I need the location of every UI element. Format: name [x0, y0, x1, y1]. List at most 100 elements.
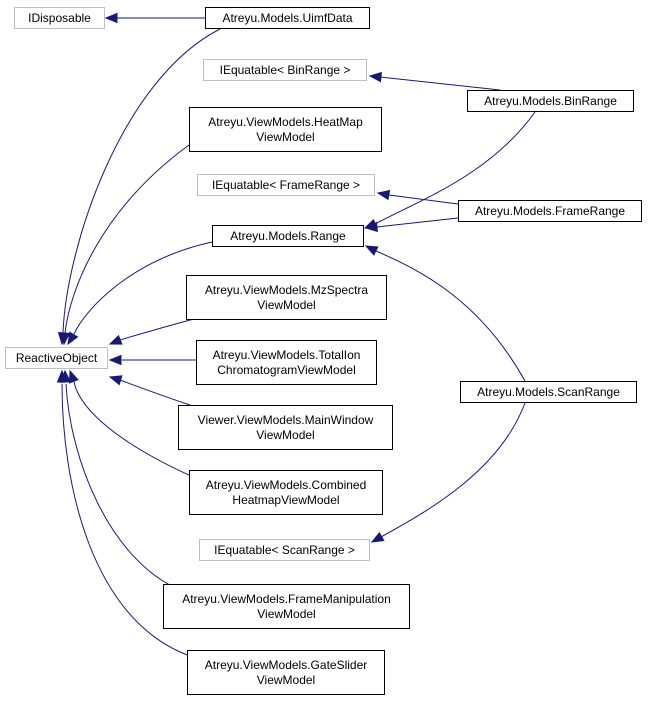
arrowhead — [376, 189, 391, 201]
class-name-line: ViewModel — [257, 297, 316, 312]
class-node-label: ReactiveObject — [16, 351, 97, 366]
class-node-framerange[interactable]: Atreyu.Models.FrameRange — [458, 200, 642, 222]
class-node-label: Atreyu.Models.UimfData — [222, 11, 352, 26]
class-node-binrange[interactable]: Atreyu.Models.BinRange — [467, 90, 634, 112]
class-name-line: Atreyu.ViewModels.MzSpectra — [204, 282, 369, 297]
class-name-line: IDisposable — [28, 10, 91, 25]
arrowhead — [108, 375, 123, 386]
class-node-uimfdata[interactable]: Atreyu.Models.UimfData — [205, 7, 370, 29]
class-node-range[interactable]: Atreyu.Models.Range — [212, 225, 364, 247]
edge-binrange-to-iequatable_binrange — [368, 71, 501, 91]
edge-line — [119, 379, 191, 406]
class-name-line: ReactiveObject — [15, 350, 98, 365]
class-name-line: Atreyu.ViewModels.TotalIon — [212, 347, 361, 362]
class-name-line: Atreyu.ViewModels.FrameManipulation — [182, 591, 391, 606]
class-node-iequatable_framerange[interactable]: IEquatable< FrameRange > — [197, 174, 375, 196]
edge-mainwindow_vm-to-reactiveobject — [108, 375, 191, 406]
class-node-label: Atreyu.Models.Range — [230, 229, 345, 244]
edge-line — [73, 241, 213, 335]
arrowhead — [370, 531, 385, 543]
edge-totalion_vm-to-reactiveobject — [108, 354, 196, 366]
class-node-label: IDisposable — [28, 11, 91, 26]
class-name-line: Atreyu.ViewModels.Combined — [205, 477, 367, 492]
class-name-line: IEquatable< ScanRange > — [214, 542, 355, 557]
edge-line — [61, 383, 191, 657]
arrowhead — [368, 71, 382, 83]
edge-line — [73, 381, 201, 481]
class-node-label: IEquatable< ScanRange > — [214, 543, 355, 558]
arrowhead — [364, 245, 379, 256]
arrowhead — [56, 369, 68, 383]
class-node-iequatable_binrange[interactable]: IEquatable< BinRange > — [203, 59, 367, 81]
class-name-line: HeatmapViewModel — [232, 492, 340, 507]
class-name-line: Atreyu.Models.BinRange — [484, 93, 617, 108]
edge-range-to-reactiveobject — [67, 241, 213, 346]
edge-framemanip_vm-to-reactiveobject — [60, 369, 181, 591]
class-name-line: ViewModel — [257, 606, 316, 621]
class-name-line: Viewer.ViewModels.MainWindow — [197, 412, 374, 427]
class-name-line: ViewModel — [256, 672, 316, 687]
arrowhead — [108, 354, 122, 366]
class-name-line: IEquatable< FrameRange > — [211, 177, 361, 192]
class-name-line: Atreyu.ViewModels.GateSlider — [204, 657, 368, 672]
edge-mzspectra_vm-to-reactiveobject — [108, 315, 206, 345]
class-node-label: Atreyu.Models.BinRange — [484, 94, 617, 109]
arrowhead — [104, 12, 118, 24]
class-node-label: Atreyu.Models.ScanRange — [477, 385, 620, 400]
class-node-scanrange[interactable]: Atreyu.Models.ScanRange — [460, 381, 637, 403]
edge-framerange-to-range — [364, 217, 459, 233]
edge-uimfdata-to-idisposable — [104, 12, 205, 24]
class-node-reactiveobject[interactable]: ReactiveObject — [5, 347, 108, 369]
arrowhead — [67, 331, 79, 346]
arrowhead — [59, 332, 71, 346]
arrowhead — [364, 221, 378, 233]
edge-line — [374, 111, 536, 225]
edge-line — [388, 194, 459, 205]
edge-line — [375, 250, 526, 382]
class-name-line: ViewModel — [256, 427, 315, 442]
edge-line — [376, 217, 459, 228]
edge-line — [62, 28, 221, 334]
arrowhead — [69, 369, 79, 384]
edge-layer — [56, 12, 536, 657]
edge-gateslider_vm-to-reactiveobject — [56, 369, 191, 657]
class-name-line: IEquatable< BinRange > — [219, 62, 351, 77]
edge-heatmap_vm-to-reactiveobject — [59, 144, 190, 346]
edge-framerange-to-iequatable_framerange — [376, 189, 459, 205]
class-node-idisposable[interactable]: IDisposable — [14, 7, 105, 29]
edge-combined_vm-to-reactiveobject — [69, 369, 201, 481]
class-node-label: IEquatable< BinRange > — [220, 63, 351, 78]
class-name-line: Atreyu.Models.FrameRange — [474, 203, 626, 218]
edge-line — [380, 402, 526, 538]
class-name-line: Atreyu.Models.UimfData — [222, 10, 353, 25]
class-name-line: Atreyu.ViewModels.HeatMap — [208, 114, 363, 129]
class-name-line: Atreyu.Models.ScanRange — [477, 384, 620, 399]
class-name-line: ViewModel — [256, 129, 315, 144]
class-node-label: Atreyu.Models.FrameRange — [475, 204, 625, 219]
class-node-label: IEquatable< FrameRange > — [212, 178, 360, 193]
edge-scanrange-to-range — [364, 245, 526, 382]
arrowhead — [108, 334, 123, 345]
edge-line — [379, 76, 501, 91]
edge-line — [64, 144, 190, 334]
edge-line — [65, 383, 181, 591]
class-node-iequatable_scanrange[interactable]: IEquatable< ScanRange > — [199, 539, 370, 561]
edge-scanrange-to-iequatable_scanrange — [370, 402, 526, 543]
class-name-line: Atreyu.Models.Range — [230, 228, 346, 243]
class-name-line: ChromatogramViewModel — [217, 362, 356, 377]
